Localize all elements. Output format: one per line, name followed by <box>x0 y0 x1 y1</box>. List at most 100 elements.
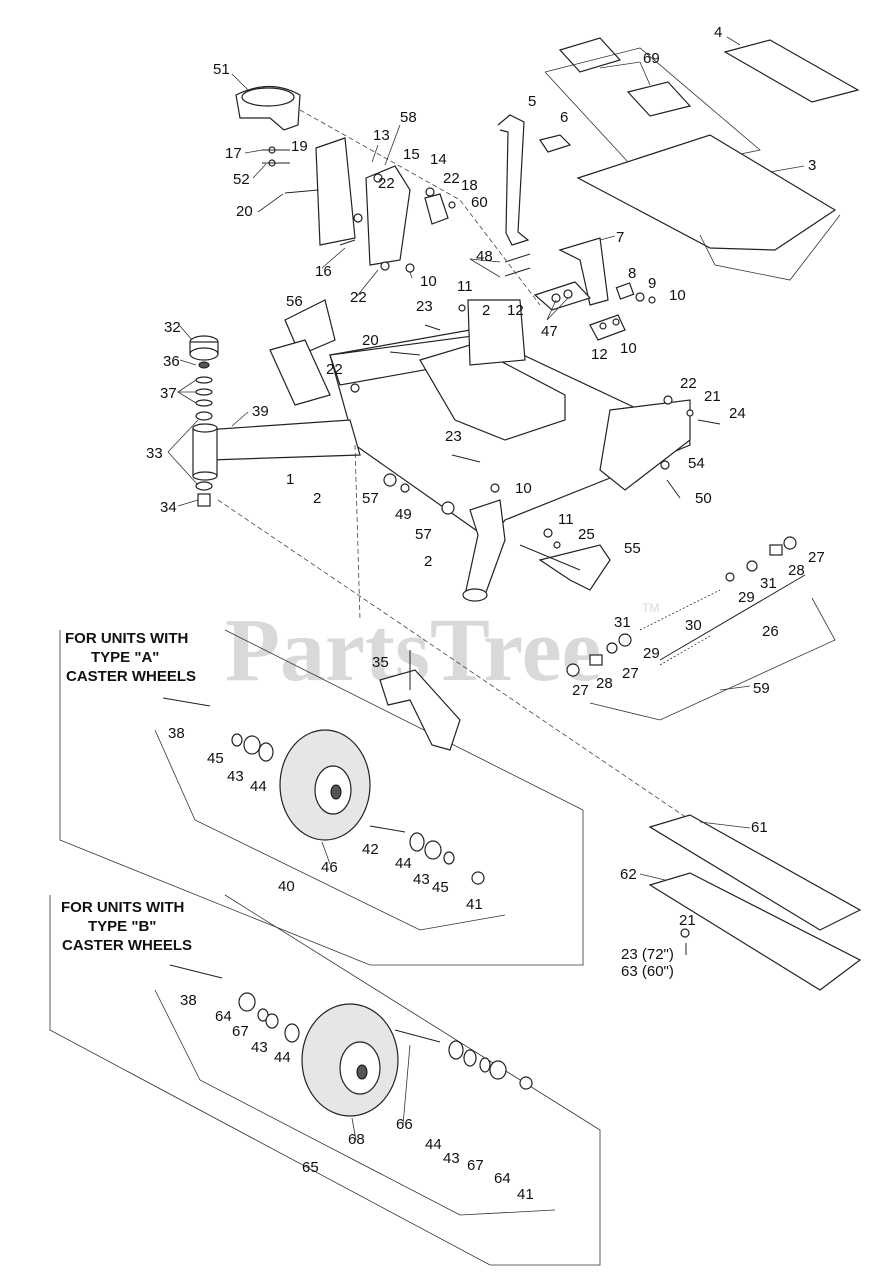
callout-8: 8 <box>628 265 636 282</box>
type-b-note-line1: FOR UNITS WITH <box>61 899 184 916</box>
callout-25: 25 <box>578 526 595 543</box>
callout-30: 30 <box>685 617 702 634</box>
callout-1: 1 <box>286 471 294 488</box>
callout-33: 33 <box>146 445 163 462</box>
pad-6 <box>539 134 572 153</box>
callout-23: 23 <box>416 298 433 315</box>
callout-68: 68 <box>348 1131 365 1148</box>
type-b-caster <box>49 894 601 1266</box>
callout-61: 61 <box>751 819 768 836</box>
callout-27: 27 <box>572 682 589 699</box>
type-b-note-line3: CASTER WHEELS <box>62 937 192 954</box>
type-a-note-line3: CASTER WHEELS <box>66 668 196 685</box>
callout-35: 35 <box>372 654 389 671</box>
plate-14 <box>365 165 411 266</box>
callout-31: 31 <box>614 614 631 631</box>
spring-8 <box>615 282 635 300</box>
callout-labels: 4 69 51 5 6 58 3 13 17 19 15 14 52 22 22… <box>146 24 825 1203</box>
callout-22: 22 <box>680 375 697 392</box>
callout-6360: 63 (60") <box>621 963 674 980</box>
console-group <box>235 86 541 306</box>
callout-43: 43 <box>251 1039 268 1056</box>
type-a-caster <box>59 629 584 966</box>
callout-57: 57 <box>362 490 379 507</box>
callout-14: 14 <box>430 151 447 168</box>
callout-44: 44 <box>395 855 412 872</box>
callout-66: 66 <box>396 1116 413 1133</box>
callout-43: 43 <box>443 1150 460 1167</box>
callout-2: 2 <box>424 553 432 570</box>
callout-55: 55 <box>624 540 641 557</box>
callout-69: 69 <box>643 50 660 67</box>
callout-39: 39 <box>252 403 269 420</box>
frame-hardware <box>217 304 721 821</box>
callout-9: 9 <box>648 275 656 292</box>
caster-bearing-stack <box>189 335 219 507</box>
main-frame <box>192 299 691 602</box>
type-b-note-line2: TYPE "B" <box>88 918 156 935</box>
spacer-bars <box>648 814 862 991</box>
callout-11: 11 <box>558 511 574 528</box>
callout-44: 44 <box>425 1136 442 1153</box>
callout-21: 21 <box>704 388 721 405</box>
bracket-18 <box>424 193 449 225</box>
link-12b <box>589 314 626 341</box>
callout-54: 54 <box>688 455 705 472</box>
callout-56: 56 <box>286 293 303 310</box>
lever-group <box>497 114 656 341</box>
lever-5 <box>497 114 530 246</box>
callout-37: 37 <box>160 385 177 402</box>
callout-10: 10 <box>620 340 637 357</box>
callout-67: 67 <box>467 1157 484 1174</box>
callout-41: 41 <box>466 896 483 913</box>
callout-17: 17 <box>225 145 242 162</box>
callout-29: 29 <box>643 645 660 662</box>
callout-24: 24 <box>729 405 746 422</box>
callout-20: 20 <box>236 203 253 220</box>
callout-34: 34 <box>160 499 177 516</box>
callout-10: 10 <box>420 273 437 290</box>
callout-41: 41 <box>517 1186 534 1203</box>
callout-36: 36 <box>163 353 180 370</box>
callout-2372: 23 (72") <box>621 946 674 963</box>
callout-48: 48 <box>476 248 493 265</box>
callout-32: 32 <box>164 319 181 336</box>
leader-lines <box>167 36 805 1141</box>
callout-6: 6 <box>560 109 568 126</box>
callout-28: 28 <box>596 675 613 692</box>
callout-42: 42 <box>362 841 379 858</box>
caster-arm-right <box>464 499 506 596</box>
side-mount <box>599 399 691 491</box>
bar-61 <box>648 814 862 931</box>
callout-64: 64 <box>215 1008 232 1025</box>
callout-21: 21 <box>679 912 696 929</box>
callout-2: 2 <box>313 490 321 507</box>
callout-46: 46 <box>321 859 338 876</box>
callout-50: 50 <box>695 490 712 507</box>
decal-69b <box>626 81 692 117</box>
callout-15: 15 <box>403 146 420 163</box>
callout-47: 47 <box>541 323 558 340</box>
callout-19: 19 <box>291 138 308 155</box>
callout-23: 23 <box>445 428 462 445</box>
callout-62: 62 <box>620 866 637 883</box>
foot-plate-group <box>544 37 860 281</box>
callout-27: 27 <box>622 665 639 682</box>
callout-58: 58 <box>400 109 417 126</box>
callout-59: 59 <box>753 680 770 697</box>
callout-38: 38 <box>168 725 185 742</box>
callout-49: 49 <box>395 506 412 523</box>
callout-4: 4 <box>714 24 722 41</box>
callout-40: 40 <box>278 878 295 895</box>
callout-29: 29 <box>738 589 755 606</box>
callout-5: 5 <box>528 93 536 110</box>
fork-35 <box>379 669 461 751</box>
caster-arm-1 <box>204 419 361 461</box>
callout-12: 12 <box>591 346 608 363</box>
callout-44: 44 <box>274 1049 291 1066</box>
callout-65: 65 <box>302 1159 319 1176</box>
callout-67: 67 <box>232 1023 249 1040</box>
link-12a <box>533 281 592 311</box>
callout-22: 22 <box>350 289 367 306</box>
